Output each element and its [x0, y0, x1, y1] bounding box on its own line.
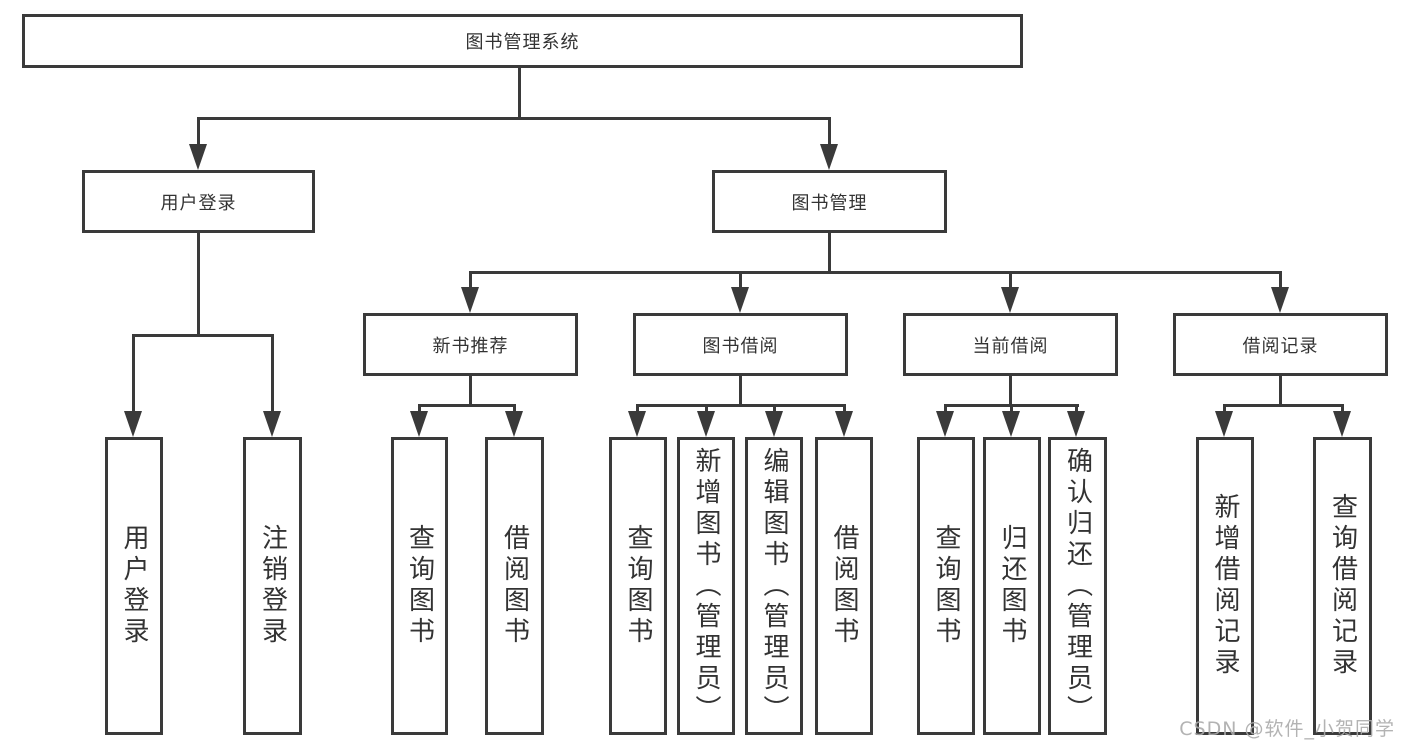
arrowhead-icon	[765, 411, 783, 437]
node-leaf-user-login: 用户登录	[105, 437, 163, 735]
arrowhead-icon	[505, 411, 523, 437]
connector-line	[1279, 271, 1282, 289]
connector-line	[944, 404, 947, 413]
arrowhead-icon	[1271, 287, 1289, 313]
node-leaf-return-books: 归还图书	[983, 437, 1041, 735]
node-label: 用户登录	[160, 192, 237, 214]
node-book-borrowing: 图书借阅	[633, 313, 848, 376]
connector-line	[197, 117, 200, 145]
connector-line	[197, 117, 831, 120]
node-user-login: 用户登录	[82, 170, 315, 233]
node-label: 图书管理系统	[465, 32, 580, 53]
node-label: 编辑图书（管理员）	[759, 446, 789, 726]
node-leaf-confirm-return-admin: 确认归还（管理员）	[1048, 437, 1107, 735]
node-leaf-query-borrow-record: 查询借阅记录	[1313, 437, 1372, 735]
arrowhead-icon	[263, 411, 281, 437]
arrowhead-icon	[731, 287, 749, 313]
arrowhead-icon	[628, 411, 646, 437]
arrowhead-icon	[1067, 411, 1085, 437]
node-label: 归还图书	[997, 524, 1027, 648]
arrowhead-icon	[189, 144, 207, 170]
node-label: 借阅图书	[829, 524, 859, 648]
connector-line	[1279, 374, 1282, 407]
node-leaf-query-books: 查询图书	[917, 437, 975, 735]
arrowhead-icon	[936, 411, 954, 437]
arrowhead-icon	[820, 144, 838, 170]
node-label: 借阅图书	[499, 524, 530, 648]
node-book-management: 图书管理	[712, 170, 947, 233]
connector-line	[636, 404, 639, 413]
connector-line	[469, 271, 1282, 274]
connector-line	[843, 404, 846, 413]
node-label: 新增借阅记录	[1210, 493, 1240, 679]
node-leaf-query-books: 查询图书	[391, 437, 448, 735]
arrowhead-icon	[461, 287, 479, 313]
arrowhead-icon	[1002, 411, 1020, 437]
connector-line	[1075, 404, 1078, 413]
node-leaf-borrow-books: 借阅图书	[815, 437, 873, 735]
connector-line	[1223, 404, 1226, 413]
node-borrowing-records: 借阅记录	[1173, 313, 1388, 376]
connector-line	[518, 68, 521, 118]
node-leaf-borrow-books: 借阅图书	[485, 437, 544, 735]
node-label: 查询图书	[623, 524, 653, 648]
connector-line	[773, 404, 776, 413]
connector-line	[469, 271, 472, 289]
connector-line	[469, 374, 472, 407]
connector-line	[132, 334, 135, 413]
connector-line	[1341, 404, 1344, 413]
node-label: 图书借阅	[702, 335, 779, 357]
node-label: 图书管理	[791, 192, 868, 214]
connector-line	[1009, 374, 1012, 407]
connector-line	[828, 117, 831, 145]
arrowhead-icon	[410, 411, 428, 437]
watermark-text: CSDN @软件_小贺同学	[1179, 718, 1395, 740]
node-leaf-add-borrow-record: 新增借阅记录	[1196, 437, 1254, 735]
connector-line	[418, 404, 421, 413]
node-label: 查询图书	[404, 524, 435, 648]
connector-line	[828, 233, 831, 274]
arrowhead-icon	[1333, 411, 1351, 437]
connector-line	[197, 233, 200, 337]
connector-line	[513, 404, 516, 413]
node-label: 用户登录	[119, 524, 149, 648]
node-label: 查询图书	[931, 524, 961, 648]
node-leaf-add-books-admin: 新增图书（管理员）	[677, 437, 735, 735]
arrowhead-icon	[1001, 287, 1019, 313]
node-root: 图书管理系统	[22, 14, 1023, 68]
connector-line	[418, 404, 516, 407]
connector-line	[271, 334, 274, 413]
node-leaf-logout: 注销登录	[243, 437, 302, 735]
node-leaf-edit-books-admin: 编辑图书（管理员）	[745, 437, 803, 735]
node-current-borrowing: 当前借阅	[903, 313, 1118, 376]
connector-line	[705, 404, 708, 413]
node-new-book-recommend: 新书推荐	[363, 313, 578, 376]
node-label: 查询借阅记录	[1327, 493, 1358, 679]
node-label: 注销登录	[257, 524, 288, 648]
connector-line	[132, 334, 274, 337]
node-leaf-query-books: 查询图书	[609, 437, 667, 735]
arrowhead-icon	[1215, 411, 1233, 437]
node-label: 确认归还（管理员）	[1062, 446, 1093, 726]
arrowhead-icon	[835, 411, 853, 437]
connector-line	[1009, 271, 1012, 289]
arrowhead-icon	[124, 411, 142, 437]
node-label: 当前借阅	[972, 335, 1049, 357]
connector-line	[1010, 404, 1013, 413]
node-label: 新增图书（管理员）	[691, 446, 721, 726]
node-label: 借阅记录	[1242, 335, 1319, 357]
connector-line	[1223, 404, 1344, 407]
connector-line	[636, 404, 846, 407]
arrowhead-icon	[697, 411, 715, 437]
node-label: 新书推荐	[432, 335, 509, 357]
connector-line	[739, 374, 742, 407]
connector-line	[739, 271, 742, 289]
